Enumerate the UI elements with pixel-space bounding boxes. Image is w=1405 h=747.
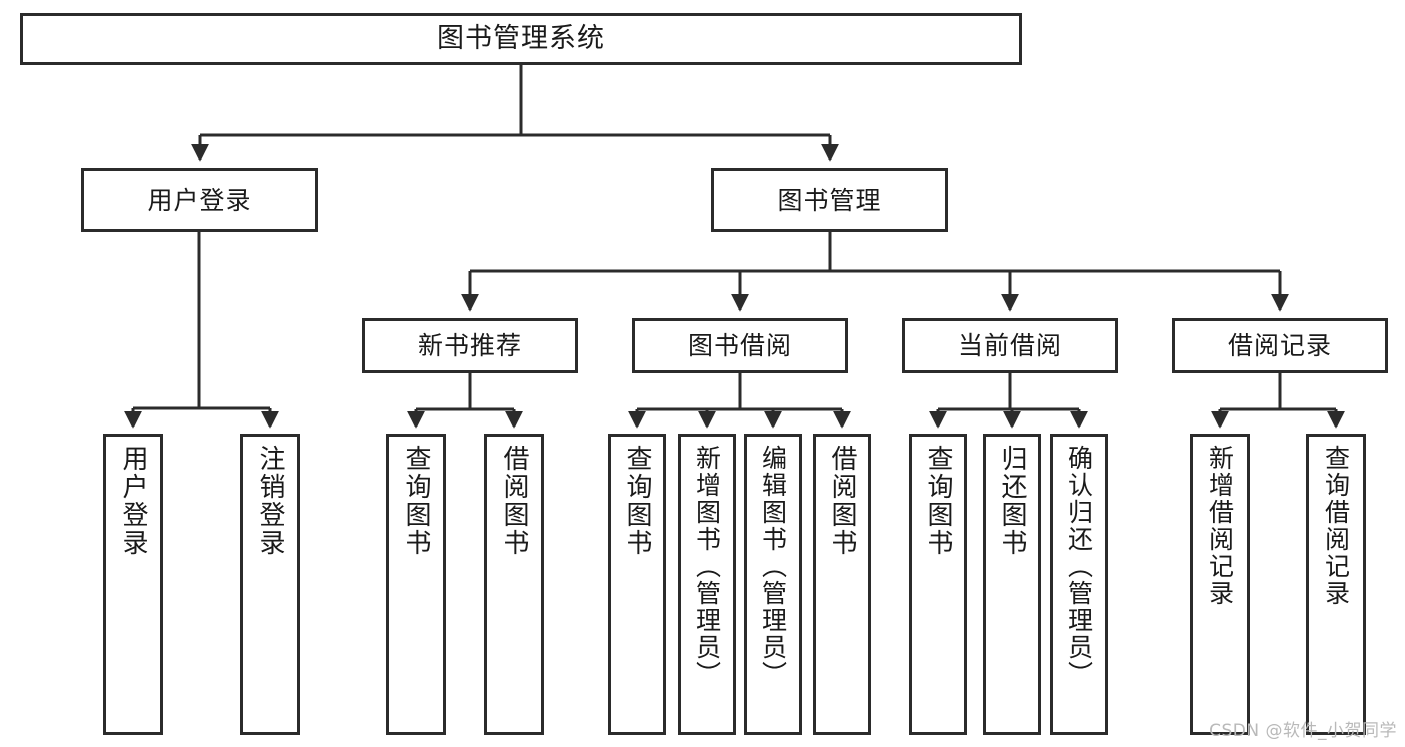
node-leaf-edit-book-label: 编辑图书（管理员） xyxy=(758,445,788,688)
node-leaf-edit-book[interactable]: 编辑图书（管理员） xyxy=(744,434,802,735)
node-leaf-user-logout-label: 注销登录 xyxy=(255,445,285,557)
node-root[interactable]: 图书管理系统 xyxy=(20,13,1022,65)
node-book-manage-label: 图书管理 xyxy=(777,185,882,215)
node-user-login[interactable]: 用户登录 xyxy=(81,168,318,232)
node-leaf-return-book[interactable]: 归还图书 xyxy=(983,434,1041,735)
node-leaf-add-record[interactable]: 新增借阅记录 xyxy=(1190,434,1250,735)
node-leaf-confirm-return[interactable]: 确认归还（管理员） xyxy=(1050,434,1108,735)
node-leaf-query-record[interactable]: 查询借阅记录 xyxy=(1306,434,1366,735)
node-leaf-borrow-book-2[interactable]: 借阅图书 xyxy=(813,434,871,735)
node-book-manage[interactable]: 图书管理 xyxy=(711,168,948,232)
node-leaf-user-login[interactable]: 用户登录 xyxy=(103,434,163,735)
node-leaf-add-record-label: 新增借阅记录 xyxy=(1205,445,1235,607)
node-leaf-confirm-return-label: 确认归还（管理员） xyxy=(1064,445,1094,688)
node-root-label: 图书管理系统 xyxy=(437,23,605,55)
node-new-book-rec-label: 新书推荐 xyxy=(417,331,522,360)
node-new-book-rec[interactable]: 新书推荐 xyxy=(362,318,578,373)
node-leaf-add-book-label: 新增图书（管理员） xyxy=(692,445,722,688)
node-leaf-user-login-label: 用户登录 xyxy=(118,445,148,557)
node-leaf-add-book[interactable]: 新增图书（管理员） xyxy=(678,434,736,735)
node-leaf-borrow-book-1[interactable]: 借阅图书 xyxy=(484,434,544,735)
node-leaf-query-book-2-label: 查询图书 xyxy=(622,445,652,557)
node-leaf-query-book-3-label: 查询图书 xyxy=(923,445,953,557)
node-leaf-query-record-label: 查询借阅记录 xyxy=(1321,445,1351,607)
node-leaf-query-book-3[interactable]: 查询图书 xyxy=(909,434,967,735)
node-borrow-record[interactable]: 借阅记录 xyxy=(1172,318,1388,373)
node-book-borrow-label: 图书借阅 xyxy=(687,331,792,360)
node-current-borrow[interactable]: 当前借阅 xyxy=(902,318,1118,373)
node-leaf-return-book-label: 归还图书 xyxy=(997,445,1027,557)
node-borrow-record-label: 借阅记录 xyxy=(1227,331,1332,360)
csdn-watermark: CSDN @软件_小贺同学 xyxy=(1209,721,1397,741)
node-leaf-borrow-book-2-label: 借阅图书 xyxy=(827,445,857,557)
node-current-borrow-label: 当前借阅 xyxy=(957,331,1062,360)
node-leaf-query-book-1[interactable]: 查询图书 xyxy=(386,434,446,735)
node-book-borrow[interactable]: 图书借阅 xyxy=(632,318,848,373)
node-leaf-query-book-1-label: 查询图书 xyxy=(401,445,431,557)
node-leaf-query-book-2[interactable]: 查询图书 xyxy=(608,434,666,735)
node-user-login-label: 用户登录 xyxy=(147,185,252,215)
node-leaf-user-logout[interactable]: 注销登录 xyxy=(240,434,300,735)
node-leaf-borrow-book-1-label: 借阅图书 xyxy=(499,445,529,557)
